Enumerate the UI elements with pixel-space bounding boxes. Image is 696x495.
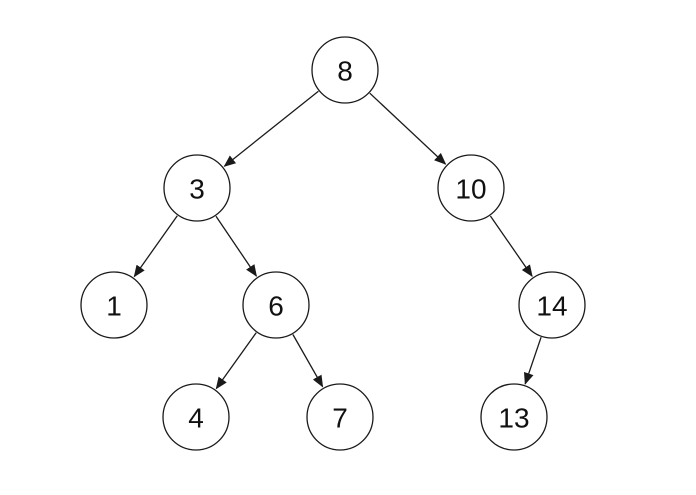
- edge-arrow-3-to-1: [133, 215, 178, 278]
- node-label: 4: [188, 403, 204, 434]
- tree-node-13: 13: [480, 383, 548, 451]
- node-circle: [306, 383, 374, 451]
- tree-node-4: 4: [162, 383, 230, 451]
- node-circle: [480, 383, 548, 451]
- node-circle: [80, 271, 148, 339]
- tree-node-10: 10: [437, 154, 505, 222]
- tree-node-7: 7: [306, 383, 374, 451]
- node-label: 13: [498, 403, 529, 434]
- tree-node-1: 1: [80, 271, 148, 339]
- node-label: 7: [332, 403, 348, 434]
- edge-arrow-8-to-10: [369, 92, 447, 165]
- node-circle: [311, 36, 379, 104]
- edge-arrow-3-to-6: [215, 215, 257, 277]
- node-label: 8: [337, 56, 353, 87]
- edge-arrow-10-to-14: [489, 215, 533, 278]
- tree-node-3: 3: [163, 154, 231, 222]
- node-label: 3: [189, 174, 205, 205]
- node-label: 6: [268, 291, 284, 322]
- nodes-layer: 8 3 10 1 6 14 4 7 13: [80, 36, 586, 451]
- edge-arrow-6-to-7: [292, 334, 324, 388]
- node-label: 14: [536, 291, 567, 322]
- node-circle: [518, 271, 586, 339]
- edge-arrow-6-to-4: [215, 332, 257, 390]
- node-circle: [162, 383, 230, 451]
- node-circle: [163, 154, 231, 222]
- edge-arrow-14-to-13: [524, 336, 542, 385]
- edges-layer: [133, 90, 542, 390]
- node-label: 1: [106, 291, 122, 322]
- node-circle: [242, 271, 310, 339]
- tree-node-6: 6: [242, 271, 310, 339]
- edge-arrow-8-to-3: [223, 90, 319, 167]
- node-label: 10: [455, 174, 486, 205]
- tree-node-14: 14: [518, 271, 586, 339]
- node-circle: [437, 154, 505, 222]
- tree-node-8: 8: [311, 36, 379, 104]
